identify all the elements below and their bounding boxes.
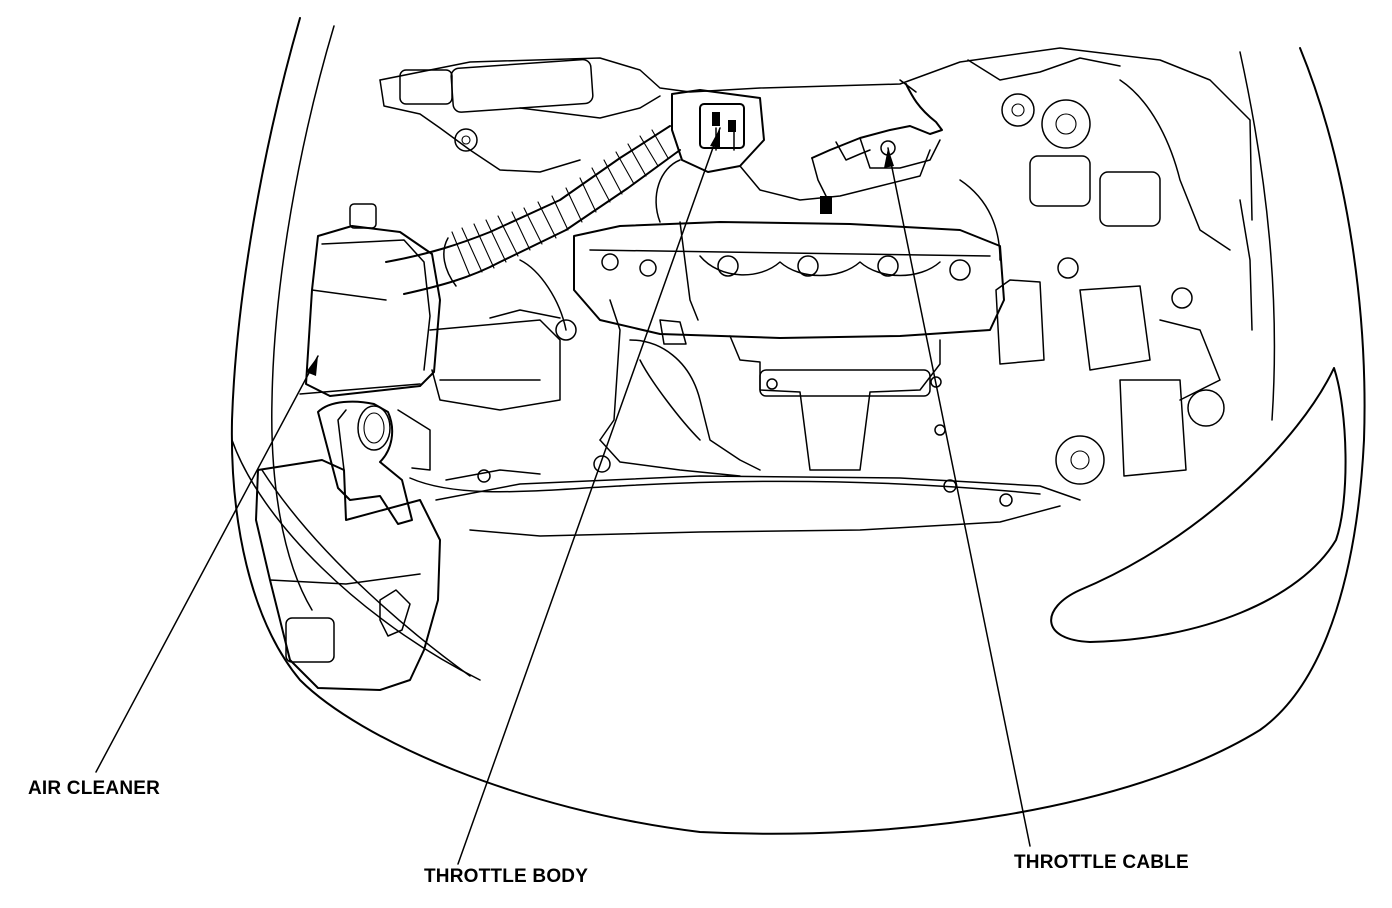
throttle-cable-assembly — [811, 79, 943, 214]
intake-snorkel — [317, 400, 431, 525]
intake-duct — [385, 125, 681, 295]
engine-block — [573, 221, 1005, 471]
cowl-panel — [379, 47, 1253, 221]
washer-reservoir — [255, 409, 441, 691]
air-cleaner-box — [299, 203, 441, 397]
throttle-cable-label: THROTTLE CABLE — [1014, 852, 1189, 873]
headlight-right — [1050, 367, 1347, 643]
fender-line-left — [231, 439, 481, 681]
right-side-components — [959, 57, 1253, 485]
left-center-components — [429, 259, 761, 477]
leader-throttle-cable — [887, 147, 1031, 847]
throttle-body-label: THROTTLE BODY — [424, 866, 589, 887]
hood-outline — [230, 17, 1366, 835]
leader-throttle-body — [457, 127, 721, 865]
air-cleaner-label: AIR CLEANER — [28, 778, 161, 799]
front-crossmember — [409, 469, 1081, 537]
leader-air-cleaner — [95, 355, 319, 773]
leader-lines — [95, 127, 1031, 865]
